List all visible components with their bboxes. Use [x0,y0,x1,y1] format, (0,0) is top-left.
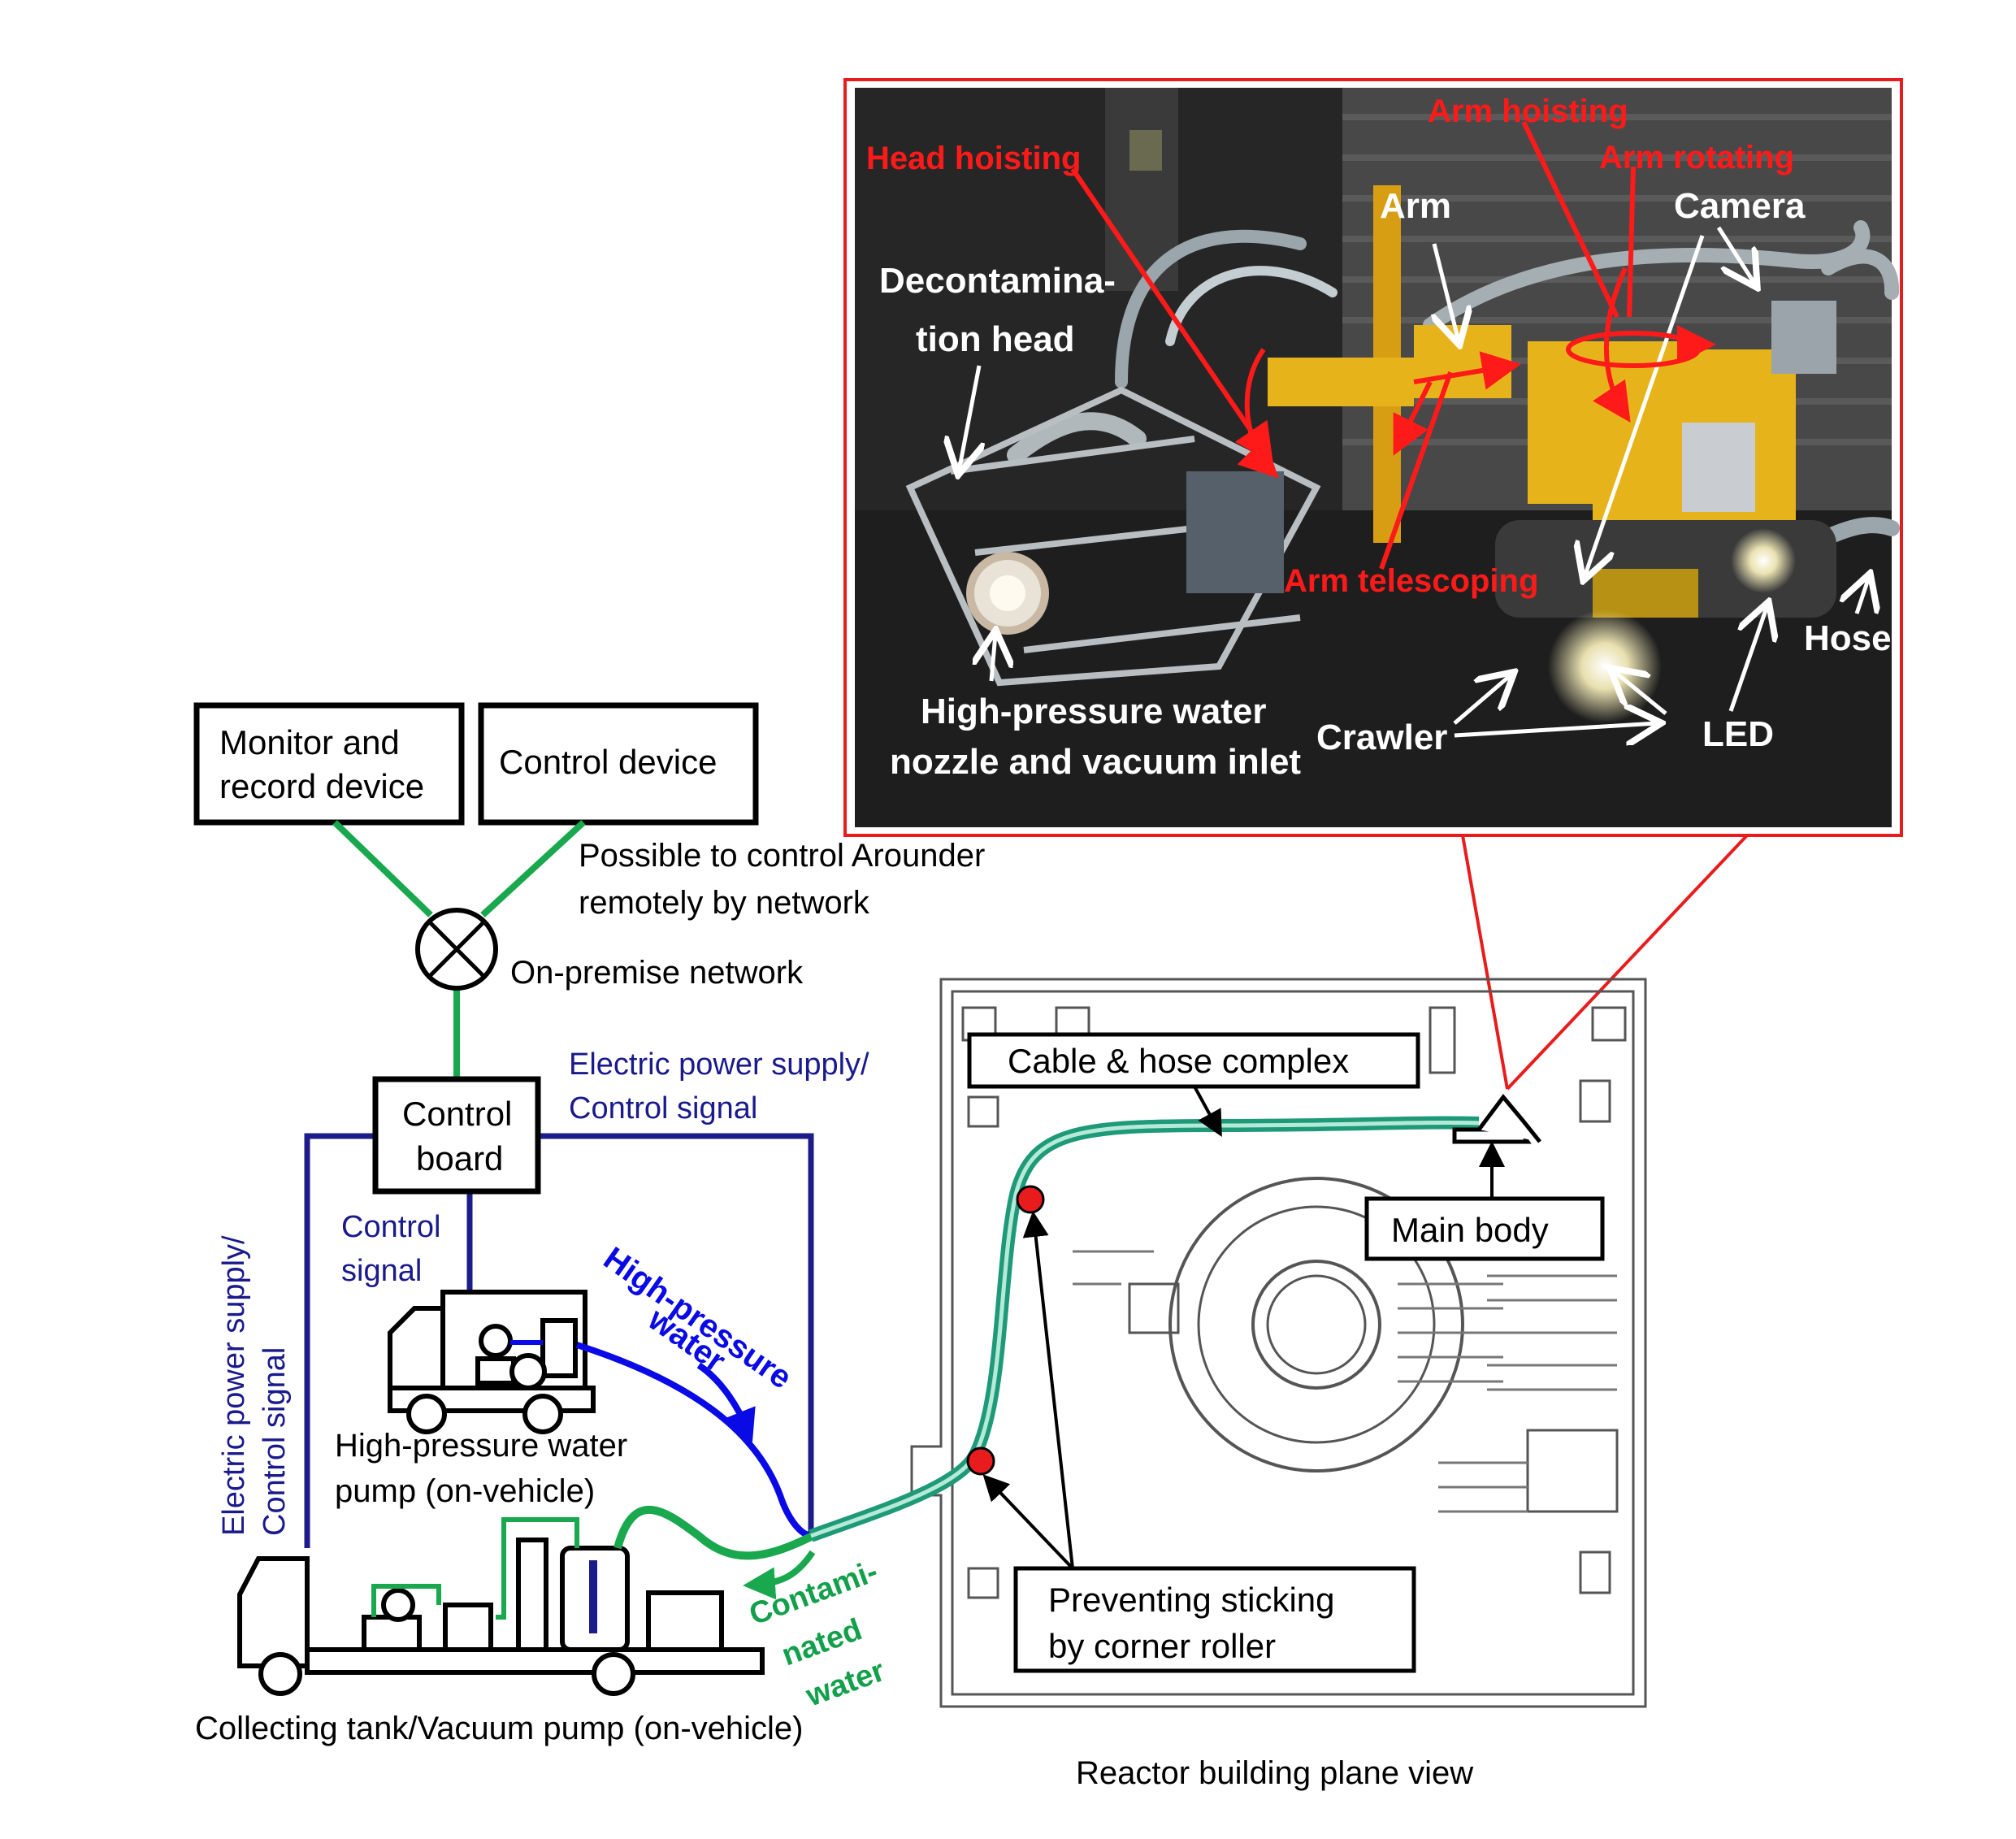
label-arm-rotating: Arm rotating [1599,140,1794,176]
monitor-record-device-box [193,702,465,826]
hp-water-line1: High-pressure [597,1240,798,1396]
label-hose: Hose [1804,618,1892,658]
plan-piping [1073,1250,1617,1513]
label-led: LED [1702,714,1774,754]
control-device-label: Control device [499,743,717,781]
control-board-box [372,1076,541,1195]
reactor-mid-ring [1197,1205,1436,1444]
collecting-internal-pipes [371,1517,579,1620]
network-cross-icon [427,920,486,978]
corner-roller-box [1013,1566,1416,1673]
network-note-line1: Possible to control Arounder [579,838,985,874]
monitor-device-line1: Monitor and [219,723,400,761]
robot-plan-icon [1452,1093,1541,1144]
power-left-line1: Electric power supply/ [217,1235,251,1536]
hp-water-arrow [696,1362,756,1442]
label-arm-telescoping: Arm telescoping [1284,563,1538,599]
power-signal-lines [304,1133,814,1548]
hp-pump-line1: High-pressure water [335,1428,627,1464]
reactor-outer-ring [1168,1177,1464,1473]
network-lines [332,820,586,1077]
label-camera: Camera [1674,186,1806,226]
corner-roller-bottom [966,1446,995,1476]
led-light-left [1548,609,1662,723]
reactor-plan: Cable & hose complex Main body Preventin… [809,978,1647,1791]
control-signal-line2: signal [341,1254,422,1288]
hp-pump-truck-icon [388,1290,596,1434]
label-decon-head-line2: tion head [916,319,1075,359]
collecting-label: Collecting tank/Vacuum pump (on-vehicle) [195,1711,804,1746]
label-arm: Arm [1380,186,1451,226]
label-crawler: Crawler [1316,718,1447,757]
control-signal-line1: Control [341,1210,441,1244]
monitor-device-line2: record device [219,767,424,805]
reactor-core-inner [1266,1274,1367,1375]
control-system: Monitor and record device Control device… [193,702,985,1746]
onpremise-network-label: On-premise network [510,955,804,991]
cable-hose-label: Cable & hose complex [1008,1042,1349,1080]
contaminated-water-arrow [743,1550,816,1600]
contaminated-line1: Contami- [745,1555,882,1633]
photo-callout-lines [1461,834,1749,1091]
power-top-line2: Control signal [569,1091,757,1126]
label-head-hoisting: Head hoisting [866,141,1081,176]
cable-hose-pointer [1193,1086,1222,1138]
label-nozzle-line1: High-pressure water [921,692,1266,731]
plan-caption: Reactor building plane view [1076,1755,1473,1791]
corner-roller-line1: Preventing sticking [1048,1581,1335,1619]
control-device-box [478,702,759,826]
contaminated-water-line [613,1506,815,1560]
robot-photo-panel: Head hoisting Arm hoisting Arm rotating … [843,78,1903,837]
red-motion-arrows [1070,120,1716,570]
label-arm-hoisting: Arm hoisting [1428,93,1628,129]
corner-roller-line2: by corner roller [1048,1627,1276,1665]
decon-head-block [1186,471,1284,593]
white-callouts [959,226,1869,735]
hp-pump-line2: pump (on-vehicle) [335,1473,595,1509]
plan-outline [910,978,1647,1708]
collecting-tank-truck-icon [237,1538,765,1696]
power-left-line2: Control signal [258,1347,292,1536]
control-board-line1: Control [402,1095,512,1133]
main-body-box [1364,1196,1605,1261]
cable-hose-highlight [810,1121,1480,1538]
led-light-right [1731,528,1796,593]
hp-water-line [575,1342,813,1539]
corner-roller-pointers [982,1211,1074,1570]
corner-roller-top [1016,1185,1045,1214]
nozzle-core [990,575,1025,611]
label-decon-head-line1: Decontamina- [879,261,1116,301]
main-body-label: Main body [1391,1211,1549,1249]
label-nozzle-line2: nozzle and vacuum inlet [890,742,1301,782]
control-board-line2: board [416,1139,503,1178]
network-note-line2: remotely by network [579,885,870,921]
cable-hose-box [967,1032,1420,1089]
power-top-line1: Electric power supply/ [569,1047,869,1082]
reactor-core-ring [1251,1260,1381,1390]
